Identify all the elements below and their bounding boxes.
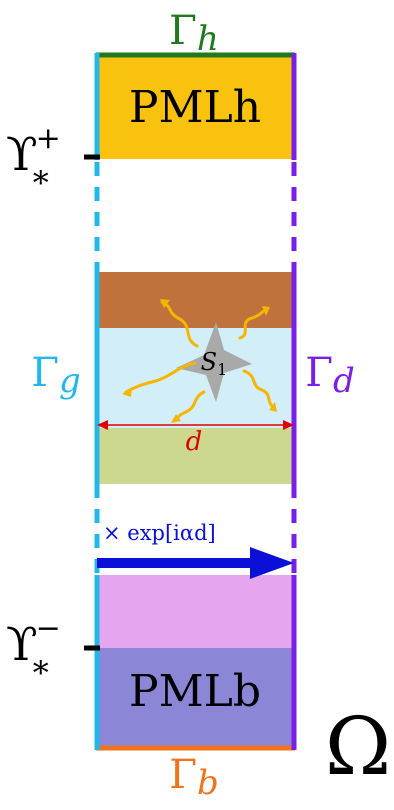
shift-arrow: [97, 547, 294, 579]
pml-bottom-label: PMLb: [129, 666, 261, 717]
brown-layer: [97, 272, 294, 328]
olive-layer: [97, 428, 294, 484]
scatterer-star: [176, 322, 252, 402]
cyan-layer: [97, 328, 294, 428]
wave-arrowheads: [122, 299, 277, 423]
scatterer-label: S1: [201, 348, 228, 379]
gamma-h-label: Γh: [169, 8, 219, 59]
gamma-g-label: Γg: [31, 350, 81, 401]
pml-top-layer: [97, 55, 294, 159]
width-label: d: [186, 427, 203, 457]
pink-layer: [97, 575, 294, 648]
domain-omega-label: Ω: [325, 700, 391, 793]
gamma-d-label: Γd: [305, 350, 355, 401]
upsilon-plus-label: ϒ+*: [6, 121, 61, 202]
gamma-b-label: Γb: [169, 752, 219, 803]
shift-operator-label: × exp[iαd]: [103, 521, 216, 545]
pml-top-label: PMLh: [129, 82, 261, 133]
width-dimension-arrow: [97, 420, 294, 430]
upsilon-minus-label: ϒ−*: [6, 611, 61, 692]
pml-bottom-layer: [97, 648, 294, 748]
